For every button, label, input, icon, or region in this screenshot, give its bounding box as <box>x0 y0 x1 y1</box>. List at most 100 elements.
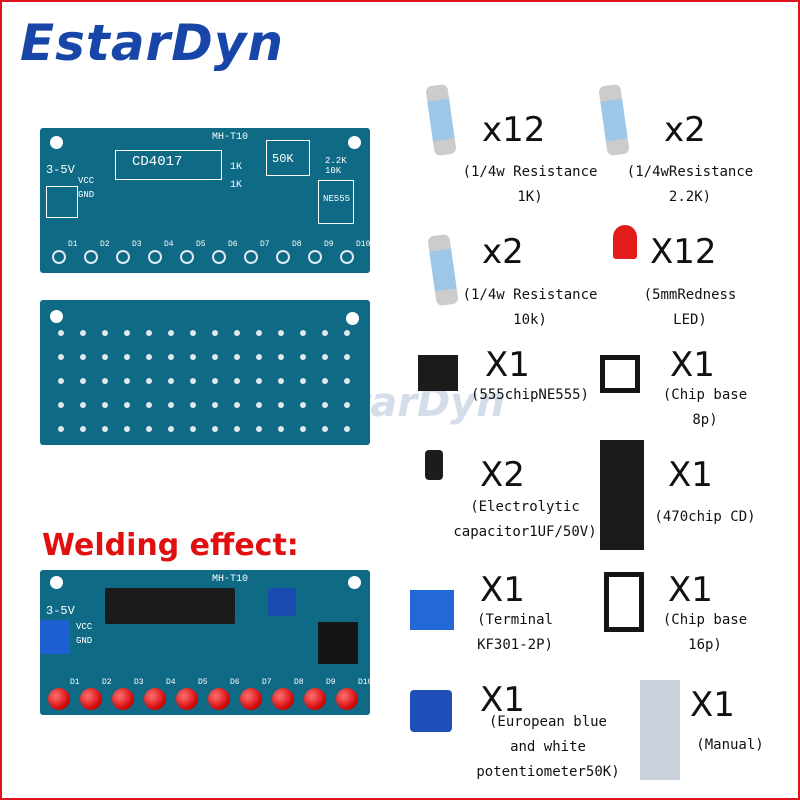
item-quantity: X2 <box>480 455 525 495</box>
solder-pad <box>58 426 64 432</box>
solder-pad <box>278 378 284 384</box>
solder-pad <box>80 426 86 432</box>
solder-pad <box>124 426 130 432</box>
mount-hole <box>50 576 63 589</box>
solder-pad <box>102 330 108 336</box>
vcc-label: VCC <box>76 622 93 632</box>
red-led <box>208 688 230 710</box>
led-label: D8 <box>294 678 304 687</box>
solder-pad <box>102 426 108 432</box>
solder-pad <box>322 426 328 432</box>
mount-hole <box>50 136 63 149</box>
led-pad <box>276 250 290 264</box>
led-pad <box>244 250 258 264</box>
pcb-model: MH-T10 <box>212 132 249 143</box>
vcc-label: VCC <box>78 176 95 186</box>
solder-pad <box>256 354 262 360</box>
item-description-line: (1/4w Resistance <box>462 164 598 180</box>
solder-pad <box>256 378 262 384</box>
pot-label: 50K <box>272 152 294 166</box>
ic-label: NE555 <box>323 194 351 204</box>
solder-pad <box>190 378 196 384</box>
item-description-line: (470chip CD) <box>654 509 756 525</box>
solder-pad <box>190 354 196 360</box>
power-label: 3-5V <box>46 604 75 618</box>
led-pad <box>116 250 130 264</box>
manual-image <box>640 680 680 780</box>
solder-pad <box>322 330 328 336</box>
led-label: D4 <box>166 678 176 687</box>
item-quantity: X12 <box>650 232 717 272</box>
solder-pad <box>146 378 152 384</box>
solder-pad <box>234 378 240 384</box>
dip8-image <box>418 355 458 391</box>
item-quantity: X1 <box>668 455 713 495</box>
red-led <box>240 688 262 710</box>
cap-image <box>425 450 443 480</box>
led-label: D1 <box>68 240 78 249</box>
gnd-label: GND <box>78 190 95 200</box>
solder-pad <box>300 426 306 432</box>
chip-label: CD4017 <box>132 154 183 170</box>
solder-pad <box>80 354 86 360</box>
solder-pad <box>234 354 240 360</box>
led-pad <box>340 250 354 264</box>
mount-hole <box>348 576 361 589</box>
terminal-image <box>410 590 454 630</box>
mount-hole <box>50 310 63 323</box>
solder-pad <box>168 354 174 360</box>
led-label: D1 <box>70 678 80 687</box>
solder-pad <box>146 330 152 336</box>
red-led <box>304 688 326 710</box>
solder-pad <box>344 402 350 408</box>
solder-pad <box>102 354 108 360</box>
solder-pad <box>344 354 350 360</box>
item-description-line: (Terminal <box>477 612 553 628</box>
item-description: (Manual) <box>675 733 785 758</box>
item-description-line: (European blue <box>488 714 607 730</box>
solder-pad <box>212 402 218 408</box>
led-label: D6 <box>228 240 238 249</box>
solder-pad <box>58 354 64 360</box>
item-description-line: (Chip base <box>662 387 748 403</box>
solder-pad <box>146 402 152 408</box>
terminal-block <box>40 620 70 654</box>
item-description-line: (Electrolytic <box>470 499 580 515</box>
led-label: D7 <box>262 678 272 687</box>
brand-logo: EstarDyn <box>20 14 284 72</box>
item-quantity: x2 <box>664 110 706 150</box>
item-description-line: (Chip base <box>662 612 748 628</box>
solder-pad <box>146 354 152 360</box>
power-label: 3-5V <box>46 163 75 177</box>
solder-pad <box>234 426 240 432</box>
led-label: D7 <box>260 240 270 249</box>
cd4017-chip <box>105 588 235 624</box>
socket16-image <box>604 572 644 632</box>
terminal-outline <box>46 186 78 218</box>
item-description-line: potentiometer50K) <box>476 764 620 780</box>
r11a-value: 2.2K <box>325 156 347 166</box>
solder-pad <box>256 426 262 432</box>
led-pad <box>148 250 162 264</box>
led-pad <box>52 250 66 264</box>
solder-pad <box>322 402 328 408</box>
pcb-model: MH-T10 <box>212 574 249 585</box>
solder-pad <box>146 426 152 432</box>
red-led <box>272 688 294 710</box>
led-label: D5 <box>196 240 206 249</box>
item-description-line: KF301-2P) <box>477 637 553 653</box>
item-quantity: X1 <box>480 570 525 610</box>
solder-pad <box>344 330 350 336</box>
solder-pad <box>58 330 64 336</box>
pcb-front: MH-T10 CD4017 50K NE555 3-5V GND VCC 1K … <box>40 128 370 273</box>
red-led <box>112 688 134 710</box>
